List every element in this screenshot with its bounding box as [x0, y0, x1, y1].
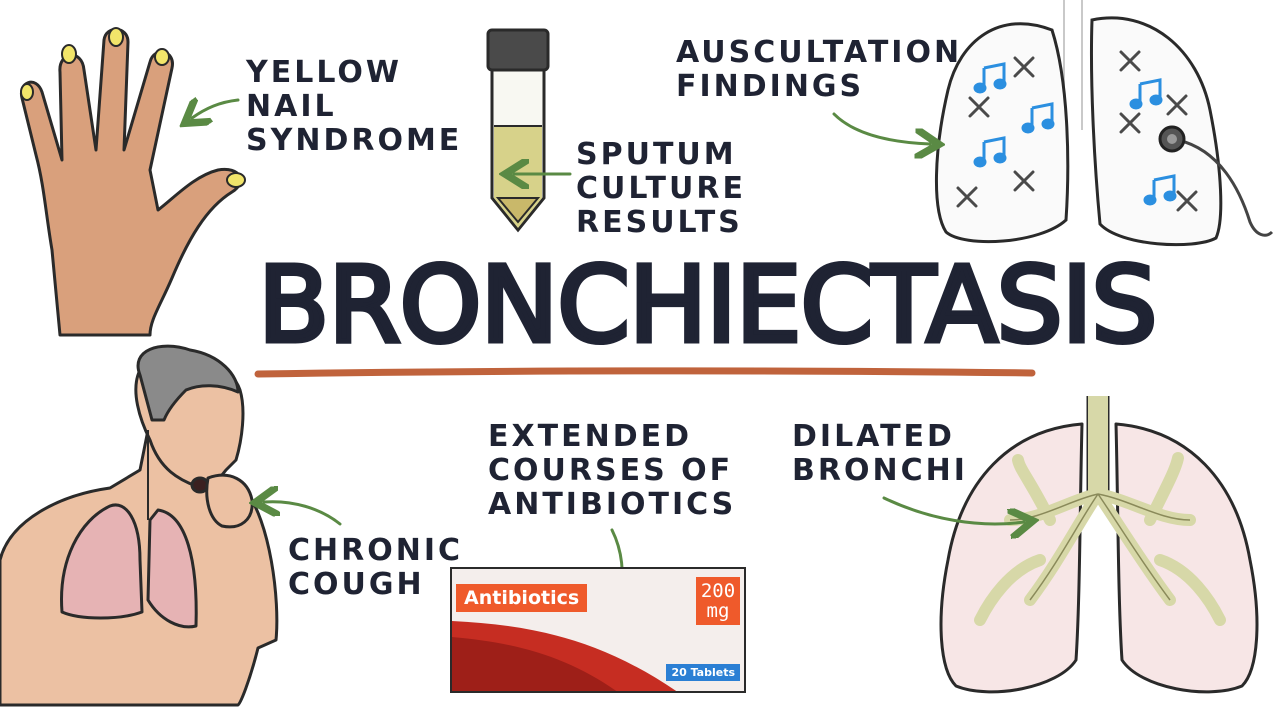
coughing-man-icon	[0, 344, 279, 707]
page-title: BRONCHIECTASIS	[255, 244, 1159, 366]
sputum-tube-icon	[486, 28, 550, 233]
arrow-yellow-nail	[192, 100, 240, 118]
antibiotic-brand-label: Antibiotics	[456, 584, 588, 612]
label-auscultation-findings: AUSCULTATION FINDINGS	[676, 35, 963, 104]
antibiotic-dose-label: 200 mg	[696, 577, 740, 625]
music-note-icon	[973, 62, 1177, 206]
arrow-auscultation	[832, 112, 930, 144]
antibiotic-box-stripe	[452, 621, 677, 691]
label-dilated-bronchi: DILATED BRONCHI	[792, 419, 968, 488]
antibiotic-count-label: 20 Tablets	[666, 664, 740, 681]
cross-mark-icon	[956, 50, 1198, 212]
dilated-lungs-icon	[939, 396, 1259, 694]
label-sputum-culture-results: SPUTUM CULTURE RESULTS	[576, 137, 746, 240]
hand-icon	[19, 27, 246, 337]
label-extended-antibiotics: EXTENDED COURSES OF ANTIBIOTICS	[488, 419, 737, 522]
lungs-stethoscope-icon	[934, 0, 1274, 247]
label-chronic-cough: CHRONIC COUGH	[288, 533, 464, 602]
arrow-dilated-bronchi	[882, 496, 1024, 524]
label-yellow-nail-syndrome: YELLOW NAIL SYNDROME	[246, 55, 463, 158]
title-underline	[254, 367, 1036, 378]
arrow-chronic-cough	[264, 502, 342, 526]
antibiotic-box-icon: Antibiotics 200 mg 20 Tablets	[450, 567, 746, 693]
